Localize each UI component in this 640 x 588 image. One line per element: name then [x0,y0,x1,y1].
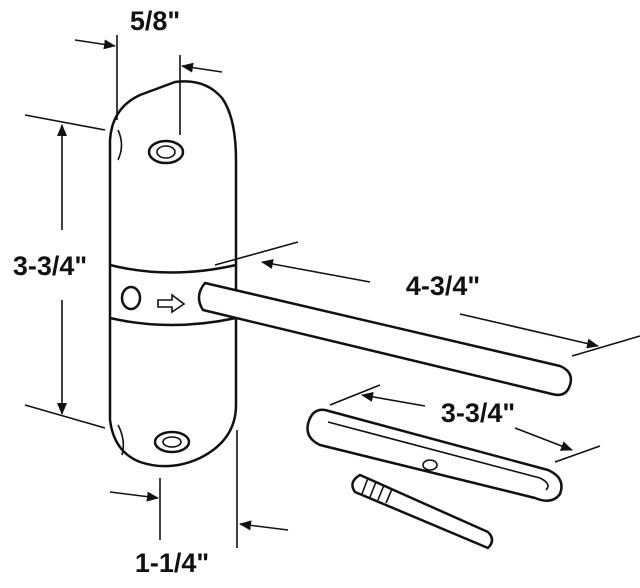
arrow-icon [157,293,186,314]
closer-body [108,80,238,468]
retaining-clip [306,408,563,502]
hinge-pin [351,473,494,550]
closer-arm [197,281,573,397]
label-clip-length: 3-3/4" [441,398,515,428]
dimension-width: 5/8" [74,6,223,135]
mounting-hole-top [147,139,185,165]
label-5-8: 5/8" [130,6,180,36]
label-mount-width: 1-1/4" [135,548,209,578]
dimension-clip-length: 3-3/4" [329,384,601,463]
dimension-body-height: 3-3/4" [13,114,106,429]
label-body-height: 3-3/4" [13,251,87,281]
mounting-hole-bottom [153,430,191,454]
dimension-arm-length: 4-3/4" [214,241,640,357]
dimension-mount-width: 1-1/4" [109,430,289,578]
label-arm-length: 4-3/4" [406,271,480,301]
adjust-hole [120,285,142,311]
